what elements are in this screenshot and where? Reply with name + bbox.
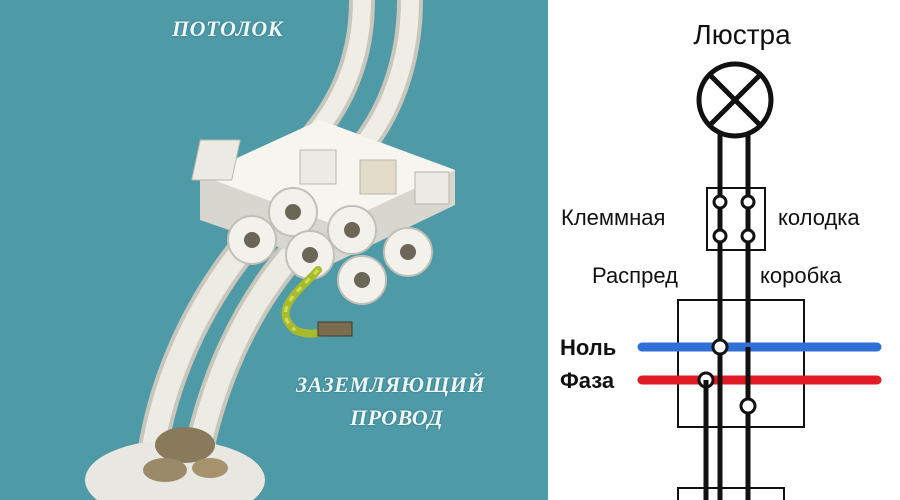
photo-panel: ПОТОЛОК ЗАЗЕМЛЯЮЩИЙ ПРОВОД (0, 0, 548, 500)
terminal-block-symbol (706, 187, 766, 251)
neutral-junction-point (711, 338, 729, 356)
wiring-scheme-panel: Люстра Клеммная колодка Распред коробка … (554, 0, 900, 500)
panel-divider (548, 0, 554, 500)
terminal-label-right: колодка (778, 205, 860, 230)
label-ground-wire-line1: ЗАЗЕМЛЯЮЩИЙ (296, 372, 485, 397)
label-ceiling: ПОТОЛОК (172, 16, 284, 41)
junction-box-symbol (677, 299, 805, 428)
terminal-contact (712, 194, 728, 210)
cable-down-left-highlight (139, 232, 259, 472)
terminal-label-left: Клеммная (561, 205, 665, 230)
label-ground-wire-line2: ПРОВОД (350, 405, 444, 430)
switch-junction-point (739, 397, 757, 415)
junction-box-label-right: коробка (760, 263, 842, 288)
lamp-socket-bottom (85, 427, 265, 500)
ground-wire-stripe (284, 268, 320, 332)
terminal-contact (740, 228, 756, 244)
terminal-block-photo (85, 0, 455, 500)
terminal-contact (740, 194, 756, 210)
junction-box-label-left: Распред (592, 263, 678, 288)
lamp-symbol-icon (696, 61, 774, 139)
terminal-block (191, 120, 455, 305)
ground-wire-tip (317, 321, 353, 337)
chandelier-title: Люстра (693, 19, 791, 50)
terminal-contact (712, 228, 728, 244)
wiring-scheme: Люстра Клеммная колодка Распред коробка … (560, 19, 882, 500)
phase-label: Фаза (560, 368, 615, 393)
neutral-label: Ноль (560, 335, 616, 360)
switch-symbol (677, 487, 785, 500)
